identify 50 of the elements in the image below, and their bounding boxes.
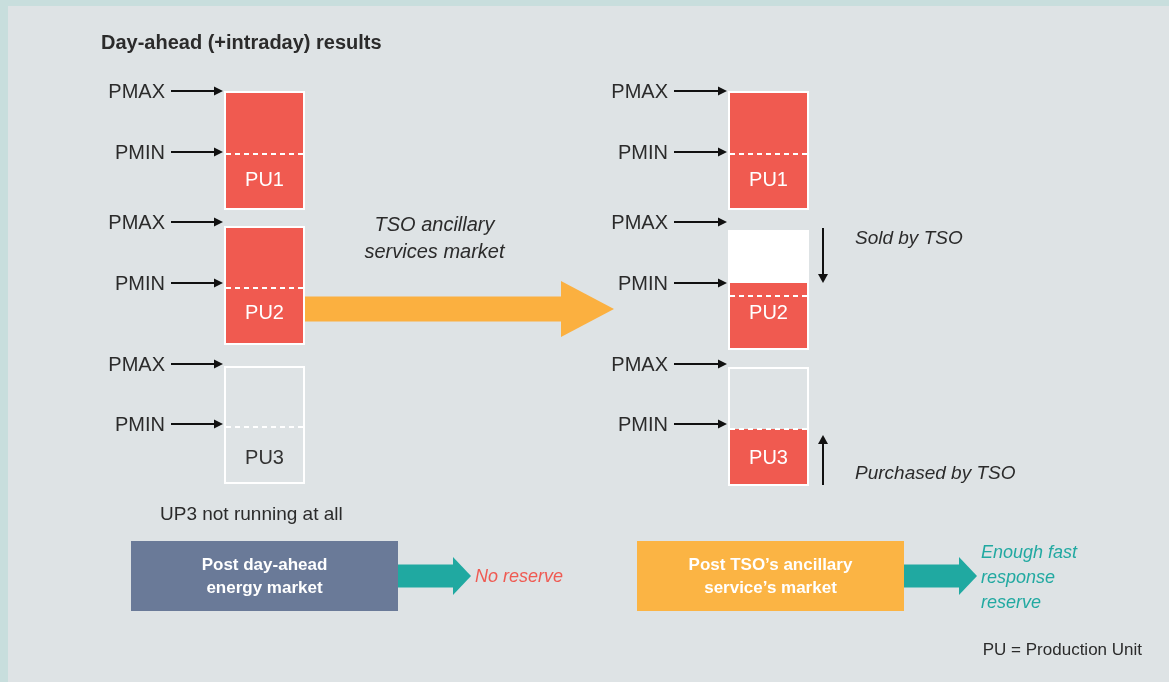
outcome-text: Enough fast response reserve bbox=[981, 540, 1093, 615]
arrow bbox=[673, 359, 727, 369]
production-unit-box bbox=[728, 91, 809, 210]
block-arrow bbox=[305, 281, 614, 337]
footnote-text: PU = Production Unit bbox=[982, 640, 1142, 660]
level-label: PMAX bbox=[611, 210, 668, 234]
market-box bbox=[131, 541, 398, 611]
market-box bbox=[637, 541, 904, 611]
arrow bbox=[673, 278, 727, 288]
market-label: Post TSO’s ancillary service’s market bbox=[687, 554, 854, 599]
level-label: PMAX bbox=[611, 79, 668, 103]
unit-label: PU3 bbox=[748, 445, 789, 469]
arrow bbox=[673, 147, 727, 157]
level-label: PMIN bbox=[115, 140, 165, 164]
level-label: PMAX bbox=[108, 352, 165, 376]
arrow bbox=[170, 359, 223, 369]
outcome-text: No reserve bbox=[475, 564, 595, 589]
level-label: PMAX bbox=[108, 79, 165, 103]
production-unit-box bbox=[224, 226, 305, 345]
arrow bbox=[170, 217, 223, 227]
unit-label: PU2 bbox=[748, 300, 789, 324]
block-arrow bbox=[904, 557, 977, 595]
production-unit-box bbox=[728, 230, 809, 350]
arrow bbox=[673, 419, 727, 429]
arrow bbox=[170, 86, 223, 96]
annotation-text: Sold by TSO bbox=[855, 226, 963, 250]
level-label: PMIN bbox=[618, 271, 668, 295]
annotation-text: Purchased by TSO bbox=[855, 461, 1016, 485]
market-label: Post day-ahead energy market bbox=[200, 554, 329, 599]
unit-label: PU1 bbox=[244, 167, 285, 191]
annotation-text: UP3 not running at all bbox=[160, 502, 343, 526]
arrow bbox=[673, 86, 727, 96]
production-unit-box bbox=[224, 91, 305, 210]
unit-label: PU1 bbox=[748, 167, 789, 191]
page-title: Day-ahead (+intraday) results bbox=[101, 31, 382, 54]
arrow bbox=[170, 419, 223, 429]
level-label: PMAX bbox=[108, 210, 165, 234]
block-arrow bbox=[398, 557, 471, 595]
level-label: PMIN bbox=[618, 140, 668, 164]
level-label: PMIN bbox=[115, 271, 165, 295]
level-label: PMIN bbox=[115, 412, 165, 436]
production-unit-box bbox=[728, 367, 809, 486]
unit-label: PU2 bbox=[244, 300, 285, 324]
unit-label: PU3 bbox=[244, 445, 285, 469]
arrow bbox=[170, 278, 223, 288]
level-label: PMAX bbox=[611, 352, 668, 376]
arrow bbox=[673, 217, 727, 227]
level-label: PMIN bbox=[618, 412, 668, 436]
production-unit-box bbox=[224, 366, 305, 484]
arrow bbox=[170, 147, 223, 157]
